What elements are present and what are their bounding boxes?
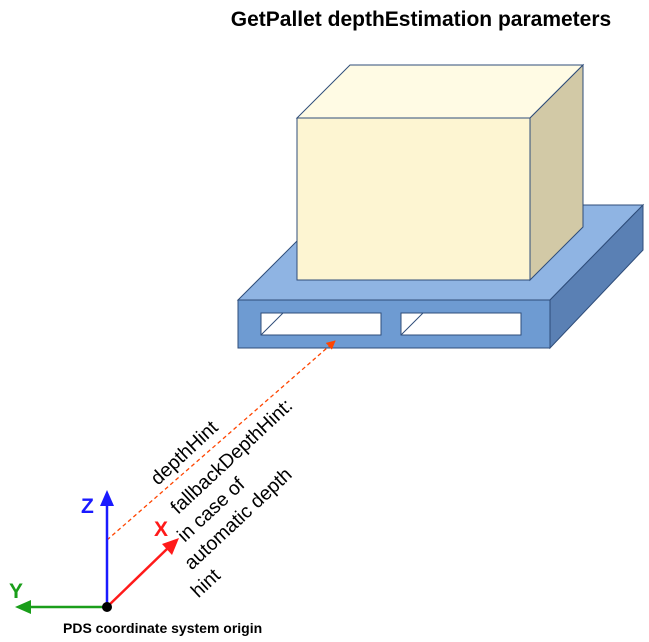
x-axis-label: X bbox=[154, 518, 168, 541]
depth-hint-arrow bbox=[106, 340, 336, 541]
diagram-title: GetPallet depthEstimation parameters bbox=[231, 8, 611, 31]
box bbox=[295, 63, 585, 282]
box-front-face bbox=[296, 117, 531, 281]
x-axis-arrow bbox=[106, 547, 169, 608]
origin-label: PDS coordinate system origin bbox=[63, 620, 262, 636]
y-axis-label: Y bbox=[9, 580, 23, 603]
coordinate-axes: Z X Y bbox=[9, 490, 179, 614]
pallet-opening-left bbox=[260, 312, 382, 336]
x-axis-arrowhead bbox=[162, 538, 179, 555]
fallback-depth-hint-label: fallbackDepthHint: in case of automatic … bbox=[166, 395, 297, 603]
origin-point bbox=[102, 602, 112, 612]
y-axis-arrowhead bbox=[15, 600, 31, 614]
z-axis-label: Z bbox=[81, 495, 94, 518]
z-axis-arrowhead bbox=[100, 490, 114, 506]
pallet-opening-right bbox=[400, 312, 522, 336]
